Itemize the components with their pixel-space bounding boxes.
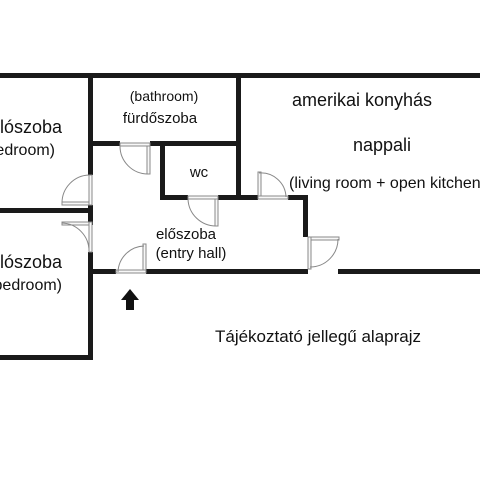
bathroom-translation: (bathroom) xyxy=(130,88,198,104)
entry-translation: (entry hall) xyxy=(156,245,227,262)
bathroom-bottom-wall-left xyxy=(88,141,120,146)
door-bedroom-top xyxy=(61,174,93,206)
living-line1: amerikai konyhás xyxy=(292,90,432,110)
living-name: nappali xyxy=(353,135,411,155)
bedroom-right-wall-upper xyxy=(88,141,93,175)
walls xyxy=(0,73,480,360)
door-living xyxy=(257,171,289,200)
bathroom-right-wall xyxy=(236,73,241,145)
corridor-right-wall xyxy=(303,195,308,237)
wc-name: wc xyxy=(189,164,209,181)
bedroom-right-wall-middle xyxy=(88,205,93,225)
wc-right-wall xyxy=(236,145,241,200)
bedroom-right-wall-lower xyxy=(88,252,93,360)
plan-disclaimer: Tájékoztató jellegű alaprajz xyxy=(215,327,421,346)
room-labels: hálószoba (bedroom) hálószoba (bedroom) … xyxy=(0,88,480,294)
wc-left-wall xyxy=(160,145,165,200)
up-arrow-icon xyxy=(121,289,139,310)
door-corridor xyxy=(307,236,340,270)
door-bathroom xyxy=(119,142,151,175)
living-translation: (living room + open kitchen) xyxy=(289,175,480,192)
bedroom-bottom-name: hálószoba xyxy=(0,252,63,272)
door-wc xyxy=(187,195,219,227)
door-bedroom-bottom xyxy=(61,221,93,253)
living-wall-segment xyxy=(288,195,308,200)
bathroom-name: fürdőszoba xyxy=(123,110,198,127)
bottom-wall-mid xyxy=(146,269,308,274)
bedroom-bottom-wall xyxy=(0,355,93,360)
bedroom-divider-wall xyxy=(0,208,93,213)
entry-name: előszoba xyxy=(156,226,217,243)
wc-bottom-wall-right xyxy=(218,195,258,200)
doors xyxy=(61,142,340,274)
wc-bottom-wall-left xyxy=(160,195,188,200)
bedroom-top-name: hálószoba xyxy=(0,117,63,137)
door-entrance xyxy=(115,243,147,274)
bathroom-bottom-wall-right xyxy=(150,141,241,146)
bedroom-top-translation: (bedroom) xyxy=(0,142,55,159)
bottom-wall-left xyxy=(88,269,116,274)
bottom-wall-right xyxy=(338,269,480,274)
bedroom-bottom-translation: (bedroom) xyxy=(0,277,62,294)
bathroom-left-wall xyxy=(88,73,93,145)
